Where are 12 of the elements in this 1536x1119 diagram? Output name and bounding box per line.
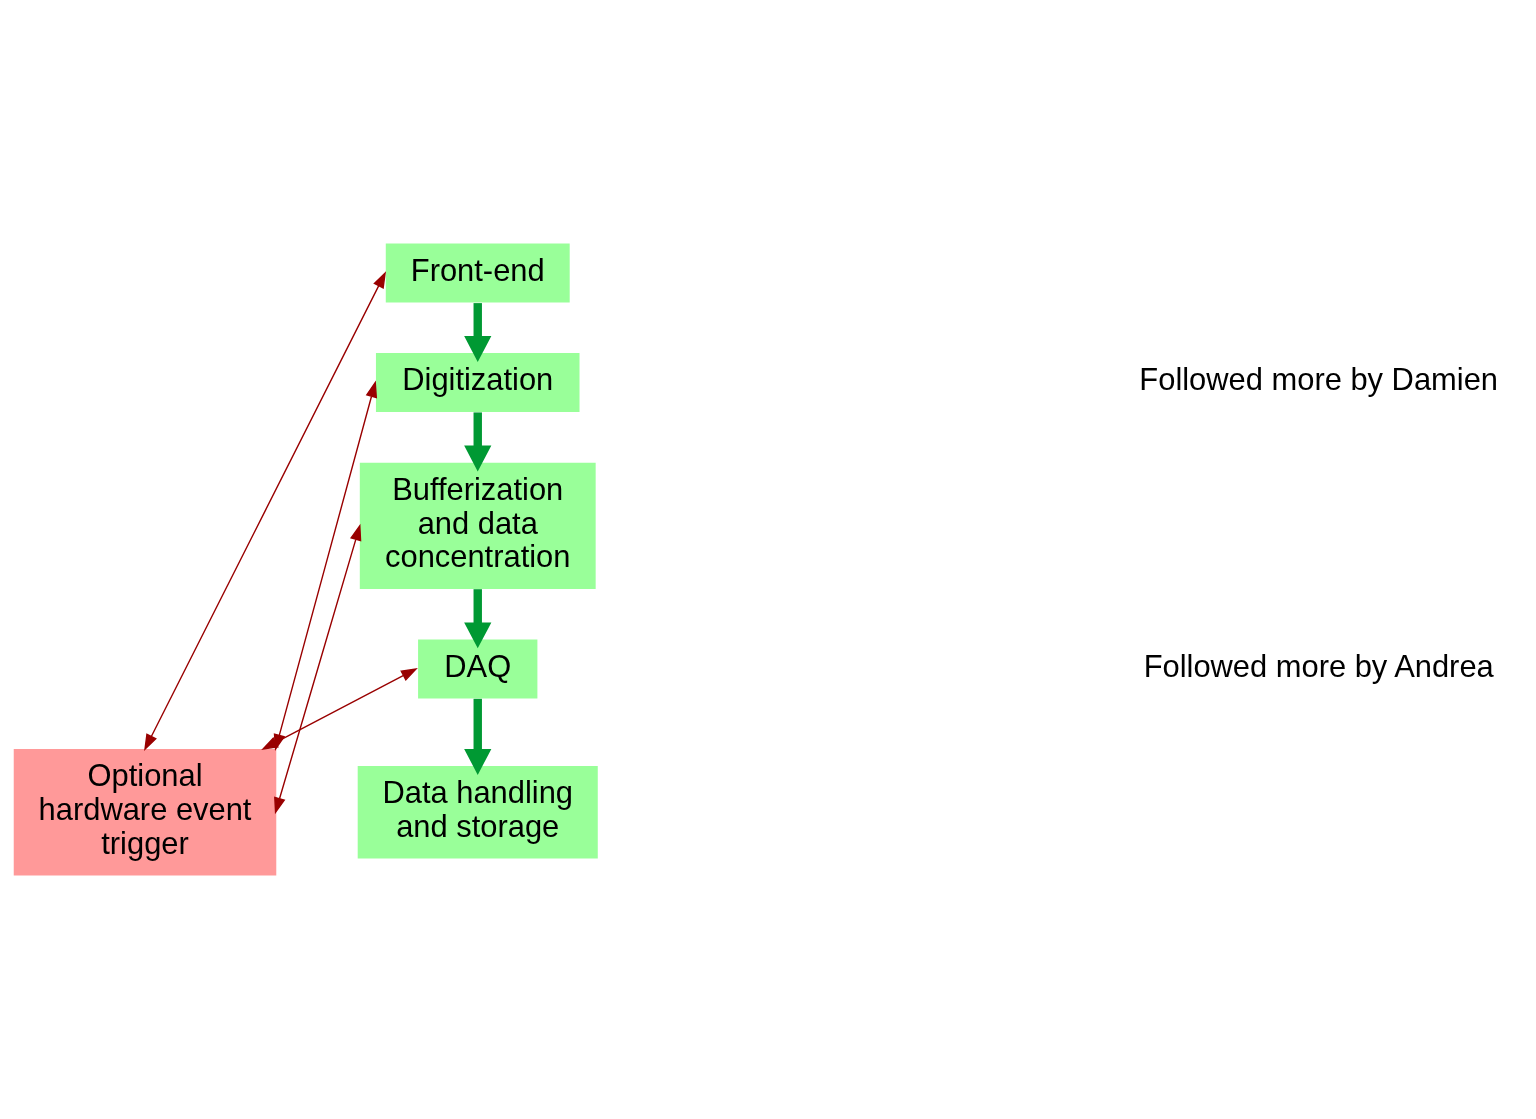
node-box: Digitization [375, 353, 580, 413]
label: Followed more by Andrea [1143, 648, 1494, 684]
label: Followed more by Damien [1139, 362, 1499, 398]
arrow [464, 698, 492, 775]
node-box: Front-end [385, 243, 570, 303]
arrow [464, 589, 492, 649]
node-box: Data handling and storage [357, 765, 598, 859]
node-box: DAQ [418, 639, 538, 699]
arrow [464, 303, 492, 362]
node-box: Bufferization and data concentration [359, 462, 596, 589]
node-box: Optional hardware event trigger [13, 749, 277, 876]
arrow [464, 412, 492, 472]
